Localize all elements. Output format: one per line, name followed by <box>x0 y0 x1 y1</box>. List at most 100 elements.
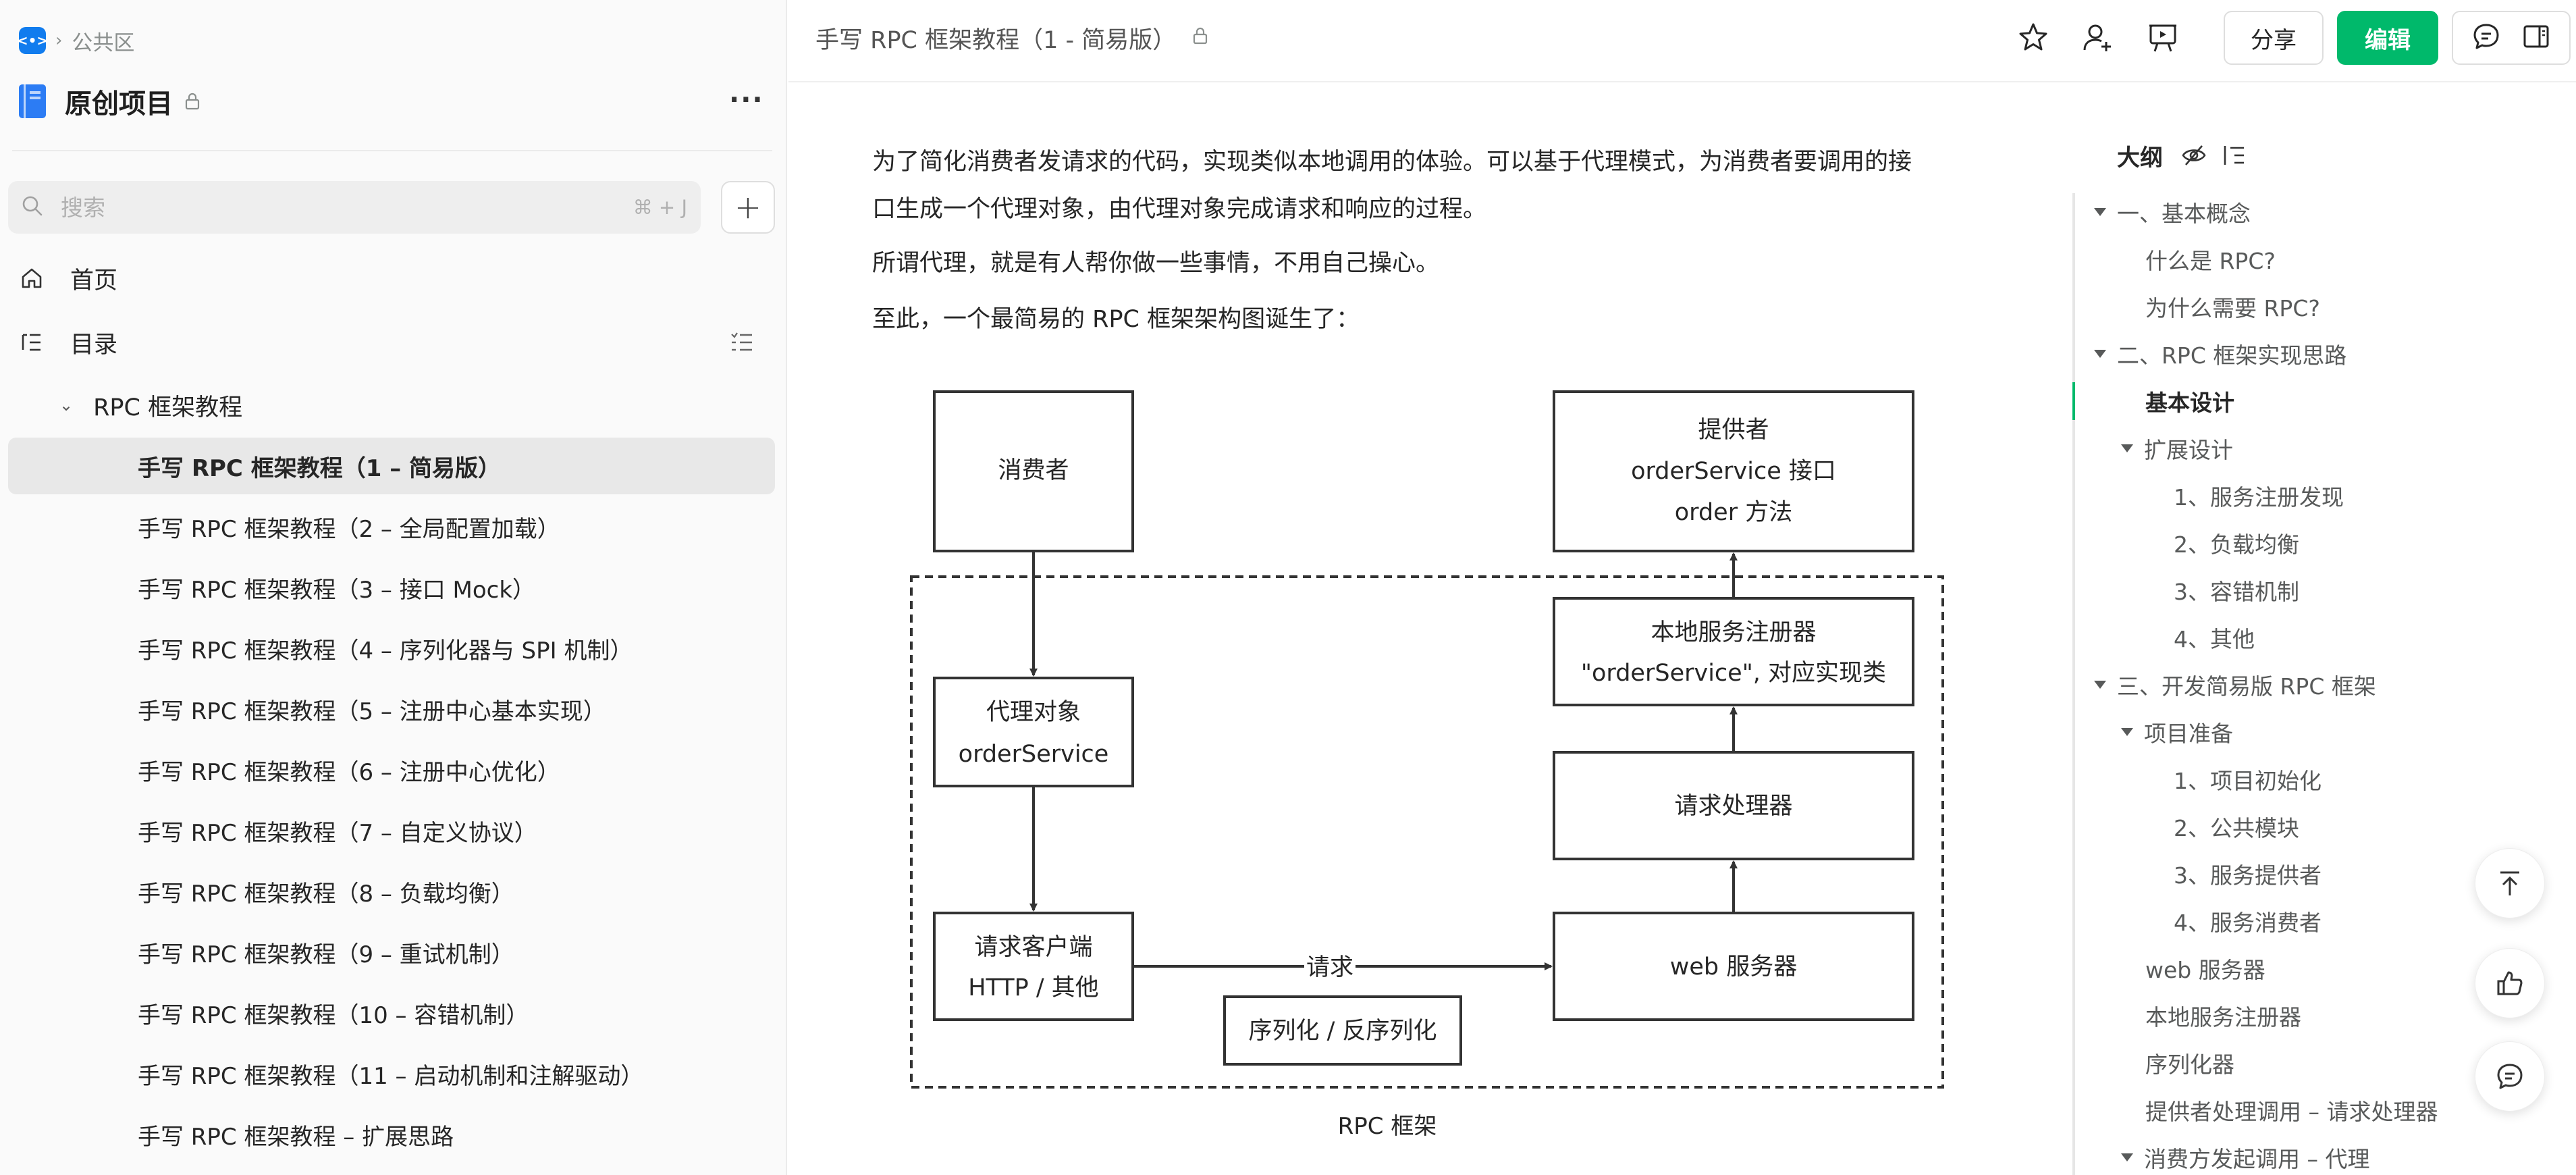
outline-item-label: 消费方发起调用 – 代理 <box>2144 1146 2370 1172</box>
home-icon <box>22 268 42 288</box>
sidebar-panel-icon[interactable] <box>2521 22 2551 54</box>
comments-button[interactable] <box>2475 1041 2545 1112</box>
outline-item[interactable]: 提供者处理调用 – 请求处理器 <box>2145 1099 2438 1125</box>
like-button[interactable] <box>2475 948 2545 1018</box>
caret-down-icon <box>2094 208 2106 216</box>
outline-list-icon[interactable] <box>2221 142 2248 169</box>
provider-node: 提供者 orderService 接口 order 方法 <box>1553 390 1914 552</box>
nav-home[interactable]: 首页 <box>20 258 117 298</box>
outline-item[interactable]: 3、容错机制 <box>2174 579 2299 605</box>
doc-item-8[interactable]: 手写 RPC 框架教程（8 – 负载均衡） <box>138 880 514 908</box>
doc-title: 手写 RPC 框架教程（1 - 简易版） <box>815 19 1208 57</box>
outline-item[interactable]: 本地服务注册器 <box>2145 1004 2301 1030</box>
outline-item[interactable]: 3、服务提供者 <box>2174 862 2322 889</box>
doc-item-6[interactable]: 手写 RPC 框架教程（6 – 注册中心优化） <box>138 758 560 786</box>
provider-label-1: 提供者 <box>1698 417 1769 444</box>
outline-item-active[interactable]: 基本设计 <box>2145 390 2234 416</box>
paragraph-1-line-2: 口生成一个代理对象，由代理对象完成请求和响应的过程。 <box>872 196 1487 223</box>
thumbs-up-icon <box>2497 971 2523 995</box>
breadcrumb[interactable]: <•> › 公共区 <box>17 26 135 55</box>
share-button[interactable]: 分享 <box>2224 11 2324 65</box>
add-collaborator-icon[interactable] <box>2081 20 2116 55</box>
registry-node: 本地服务注册器 "orderService", 对应实现类 <box>1553 597 1914 706</box>
outline-item[interactable]: 三、开发简易版 RPC 框架 <box>2094 664 2376 705</box>
web-server-label: web 服务器 <box>1670 954 1798 981</box>
proxy-label-2: orderService <box>959 741 1109 768</box>
doc-item-1[interactable]: 手写 RPC 框架教程（1 – 简易版） <box>8 438 775 494</box>
client-label-1: 请求客户端 <box>974 934 1092 961</box>
outline-item[interactable]: 二、RPC 框架实现思路 <box>2094 334 2346 374</box>
outline-item-label: 项目准备 <box>2144 721 2233 747</box>
doc-item-9[interactable]: 手写 RPC 框架教程（9 – 重试机制） <box>138 941 514 968</box>
folder-label: RPC 框架教程 <box>93 394 243 421</box>
outline-item[interactable]: 2、公共模块 <box>2174 815 2299 841</box>
proxy-label-1: 代理对象 <box>986 699 1081 726</box>
caret-down-icon <box>2121 1153 2133 1161</box>
sidebar: <•> › 公共区 原创项目 ··· ⌘ + J + 首页 目录 ⌄ RPC 框… <box>0 0 787 1175</box>
outline-item[interactable]: 1、项目初始化 <box>2174 768 2322 794</box>
outline-item[interactable]: 一、基本概念 <box>2094 192 2251 232</box>
project-header[interactable]: 原创项目 <box>19 81 200 122</box>
breadcrumb-label: 公共区 <box>72 30 135 55</box>
folder-rpc-tutorial[interactable]: ⌄ RPC 框架教程 <box>59 385 242 425</box>
caret-down-icon <box>2094 350 2106 358</box>
outline-item[interactable]: web 服务器 <box>2145 957 2265 983</box>
handler-node: 请求处理器 <box>1553 751 1914 860</box>
serializer-node: 序列化 / 反序列化 <box>1223 995 1462 1066</box>
outline-panel: 大纲 一、基本概念 什么是 RPC? 为什么需要 RPC? 二、RPC 框架实现… <box>2072 0 2576 1175</box>
project-title: 原创项目 <box>65 88 173 120</box>
caret-down-icon <box>2094 681 2106 689</box>
app-logo-icon: <•> <box>17 27 48 54</box>
outline-rail <box>2072 193 2075 1175</box>
present-icon[interactable] <box>2145 20 2180 55</box>
outline-item-label: 一、基本概念 <box>2117 201 2251 227</box>
outline-item[interactable]: 什么是 RPC? <box>2145 248 2276 274</box>
web-server-node: web 服务器 <box>1553 912 1914 1021</box>
doc-header: 手写 RPC 框架教程（1 - 简易版） 分享 编辑 <box>788 0 2576 82</box>
rpc-architecture-diagram: 消费者 提供者 orderService 接口 order 方法 代理对象 or… <box>910 390 1944 1089</box>
lock-icon <box>1192 24 1208 51</box>
nav-toc[interactable]: 目录 <box>20 322 117 363</box>
caret-down-icon <box>2121 444 2133 452</box>
doc-item-3[interactable]: 手写 RPC 框架教程（3 – 接口 Mock） <box>138 576 536 604</box>
divider <box>12 150 772 151</box>
comment-icon[interactable] <box>2471 22 2501 54</box>
outline-active-marker <box>2072 382 2075 420</box>
more-options-icon[interactable]: ··· <box>729 84 764 115</box>
edit-button[interactable]: 编辑 <box>2337 11 2438 65</box>
search-icon <box>22 195 43 219</box>
add-button[interactable]: + <box>721 181 775 234</box>
outline-item[interactable]: 4、服务消费者 <box>2174 910 2322 936</box>
outline-item[interactable]: 为什么需要 RPC? <box>2145 295 2320 321</box>
search-box[interactable]: ⌘ + J <box>8 181 701 234</box>
outline-item[interactable]: 4、其他 <box>2174 626 2255 652</box>
toc-toggle-icon[interactable] <box>729 330 755 358</box>
eye-hide-icon[interactable] <box>2180 142 2207 169</box>
outline-item[interactable]: 1、服务注册发现 <box>2174 484 2344 511</box>
toc-icon <box>22 334 41 351</box>
doc-item-12[interactable]: 手写 RPC 框架教程 – 扩展思路 <box>138 1123 454 1151</box>
star-icon[interactable] <box>2016 20 2051 55</box>
doc-item-11[interactable]: 手写 RPC 框架教程（11 – 启动机制和注解驱动） <box>138 1062 644 1090</box>
provider-label-2: orderService 接口 <box>1631 458 1836 485</box>
outline-item[interactable]: 序列化器 <box>2145 1051 2234 1078</box>
book-icon <box>19 84 46 118</box>
outline-item[interactable]: 2、负载均衡 <box>2174 531 2299 558</box>
doc-item-7[interactable]: 手写 RPC 框架教程（7 – 自定义协议） <box>138 819 537 847</box>
outline-item[interactable]: 项目准备 <box>2121 712 2233 752</box>
doc-item-4[interactable]: 手写 RPC 框架教程（4 – 序列化器与 SPI 机制） <box>138 637 633 664</box>
doc-item-5[interactable]: 手写 RPC 框架教程（5 – 注册中心基本实现） <box>138 698 606 725</box>
outline-item[interactable]: 扩展设计 <box>2121 428 2233 469</box>
framework-boundary <box>910 575 1944 1089</box>
doc-item-2[interactable]: 手写 RPC 框架教程（2 – 全局配置加载） <box>138 515 560 543</box>
request-label: 请求 <box>1306 954 1353 981</box>
client-label-2: HTTP / 其他 <box>968 974 1099 1001</box>
outline-title: 大纲 <box>2117 144 2163 172</box>
doc-item-10[interactable]: 手写 RPC 框架教程（10 – 容错机制） <box>138 1001 529 1029</box>
back-to-top-button[interactable] <box>2475 848 2545 918</box>
outline-item[interactable]: 消费方发起调用 – 代理 <box>2121 1137 2369 1175</box>
diagram-caption: RPC 框架 <box>1337 1113 1437 1140</box>
search-input[interactable] <box>61 194 587 221</box>
view-toggle-group <box>2452 11 2571 65</box>
paragraph-3: 至此，一个最简易的 RPC 框架架构图诞生了： <box>872 306 1360 333</box>
